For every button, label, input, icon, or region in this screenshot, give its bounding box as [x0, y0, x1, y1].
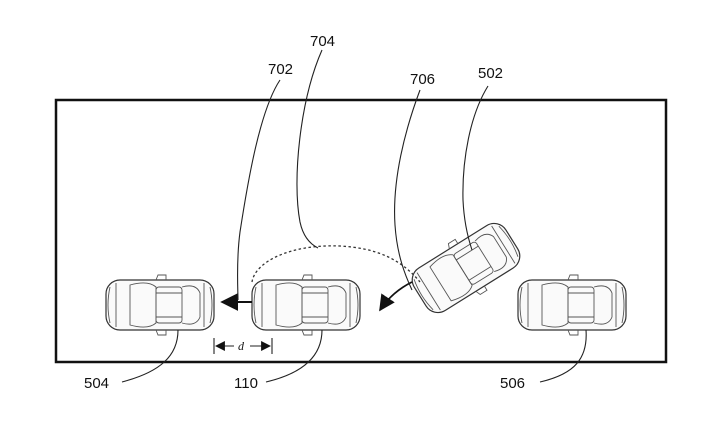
leader-110 — [265, 329, 323, 383]
parking-lane-border — [54, 98, 668, 364]
label-506: 506 — [500, 375, 525, 392]
label-702: 702 — [268, 61, 293, 78]
dotted-path-704 — [251, 245, 421, 283]
label-110: 110 — [234, 375, 258, 392]
motion-arrow-706 — [379, 281, 413, 312]
distance-label: d — [238, 339, 245, 353]
leader-702 — [236, 79, 281, 301]
label-504: 504 — [84, 375, 109, 392]
leader-704 — [296, 49, 323, 249]
vehicle-110 — [251, 274, 361, 336]
leader-504 — [121, 329, 179, 383]
parked-car-506 — [517, 274, 627, 336]
parked-car-504 — [105, 274, 215, 336]
leader-502 — [462, 85, 489, 251]
label-502: 502 — [478, 65, 503, 82]
leader-506 — [539, 329, 587, 383]
label-704: 704 — [310, 33, 335, 50]
leader-706 — [394, 89, 421, 291]
maneuvering-vehicle-502 — [403, 213, 529, 323]
distance-indicator — [213, 338, 273, 354]
label-706: 706 — [410, 71, 435, 88]
